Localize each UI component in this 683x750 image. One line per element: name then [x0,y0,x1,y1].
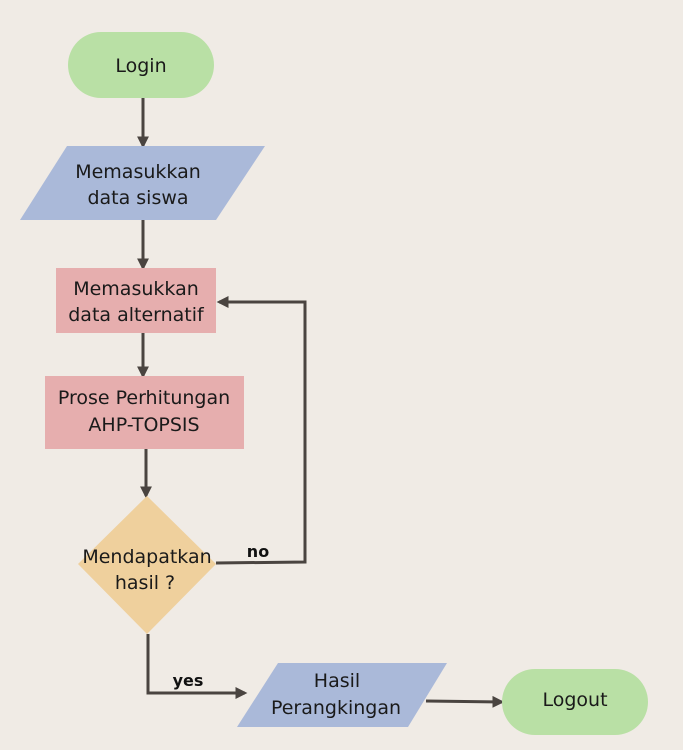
edge-label-yes: yes [173,671,204,690]
node-login: Login [68,32,214,98]
node-login-label: Login [115,55,166,77]
node-input-alternatif: Memasukkan data alternatif [56,268,216,333]
parallelogram-shape [237,663,447,727]
node-input-alternatif-label-line-2: data alternatif [68,304,205,326]
node-proses: Prose Perhitungan AHP-TOPSIS [45,376,244,449]
node-input-alternatif-label-line-1: Memasukkan [73,278,199,300]
node-decision-label-line-2: hasil ? [115,572,175,594]
edge-decision-yes [146,634,248,699]
node-input-siswa: Memasukkan data siswa [20,146,265,220]
node-input-siswa-label-line-2: data siswa [87,187,188,209]
parallelogram-shape [20,146,265,220]
node-proses-label-line-1: Prose Perhitungan [58,387,230,409]
edge-label-no: no [247,542,269,561]
node-hasil: Hasil Perangkingan [237,663,447,727]
process-shape [56,268,216,333]
node-hasil-label-line-1: Hasil [314,670,360,692]
node-decision-label-line-1: Mendapatkan [82,546,211,568]
node-input-siswa-label-line-1: Memasukkan [75,161,201,183]
decision-diamond-shape [78,496,216,634]
node-proses-label-line-2: AHP-TOPSIS [88,414,199,436]
terminal-shape [68,32,214,98]
node-logout: Logout [502,669,648,735]
process-shape [45,376,244,449]
node-logout-label: Logout [542,689,607,711]
node-hasil-label-line-2: Perangkingan [271,697,401,719]
node-decision: Mendapatkan hasil ? [78,496,216,634]
edges [137,98,505,708]
terminal-shape [502,669,648,735]
edge-hasil-to-logout [425,695,505,708]
edge-decision-no [215,296,307,565]
